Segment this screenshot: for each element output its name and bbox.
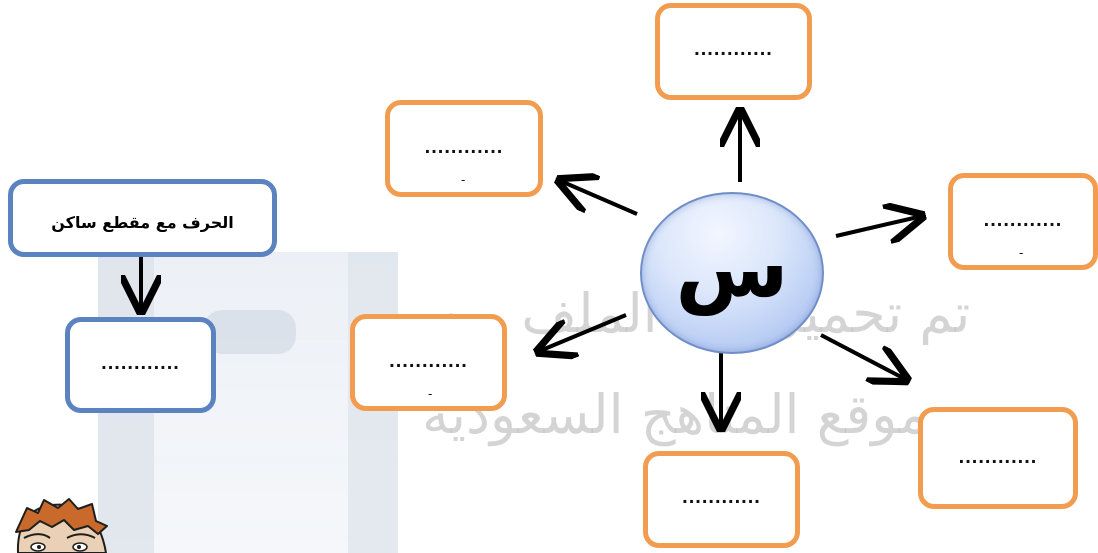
- answer-box-bottom[interactable]: ............: [643, 451, 800, 548]
- small-mark-upper-right: -: [1019, 245, 1024, 260]
- watermark-logo-bar: [204, 310, 296, 354]
- center-letter: س: [675, 221, 789, 316]
- answer-placeholder-upper-left: ............: [424, 136, 504, 158]
- answer-placeholder-top: ............: [694, 38, 773, 60]
- answer-box-top[interactable]: ............: [655, 3, 812, 100]
- arrow-lower-left: [542, 313, 627, 350]
- syllable-answer-box[interactable]: ............: [65, 317, 216, 413]
- arrow-lower-right: [820, 333, 903, 378]
- answer-box-upper-right[interactable]: ............ -: [948, 173, 1098, 270]
- syllable-answer-placeholder: ............: [101, 352, 180, 374]
- answer-box-lower-left[interactable]: ............ -: [350, 314, 507, 411]
- answer-placeholder-bottom: ............: [682, 486, 761, 508]
- syllable-title: الحرف مع مقطع ساكن: [51, 213, 234, 232]
- arrow-upper-right: [835, 217, 918, 236]
- arrow-upper-left: [563, 182, 638, 216]
- small-mark-upper-left: -: [461, 172, 466, 187]
- answer-placeholder-upper-right: ............: [983, 209, 1063, 231]
- small-mark-lower-left: -: [428, 386, 433, 401]
- center-letter-circle: س: [640, 192, 824, 354]
- boy-head-illustration-icon: [15, 498, 108, 553]
- answer-box-lower-right[interactable]: ............: [918, 407, 1078, 509]
- answer-placeholder-lower-left: ............: [389, 350, 468, 372]
- syllable-title-box: الحرف مع مقطع ساكن: [8, 179, 277, 257]
- answer-box-upper-left[interactable]: ............ -: [385, 100, 543, 197]
- answer-placeholder-lower-right: ............: [958, 446, 1038, 468]
